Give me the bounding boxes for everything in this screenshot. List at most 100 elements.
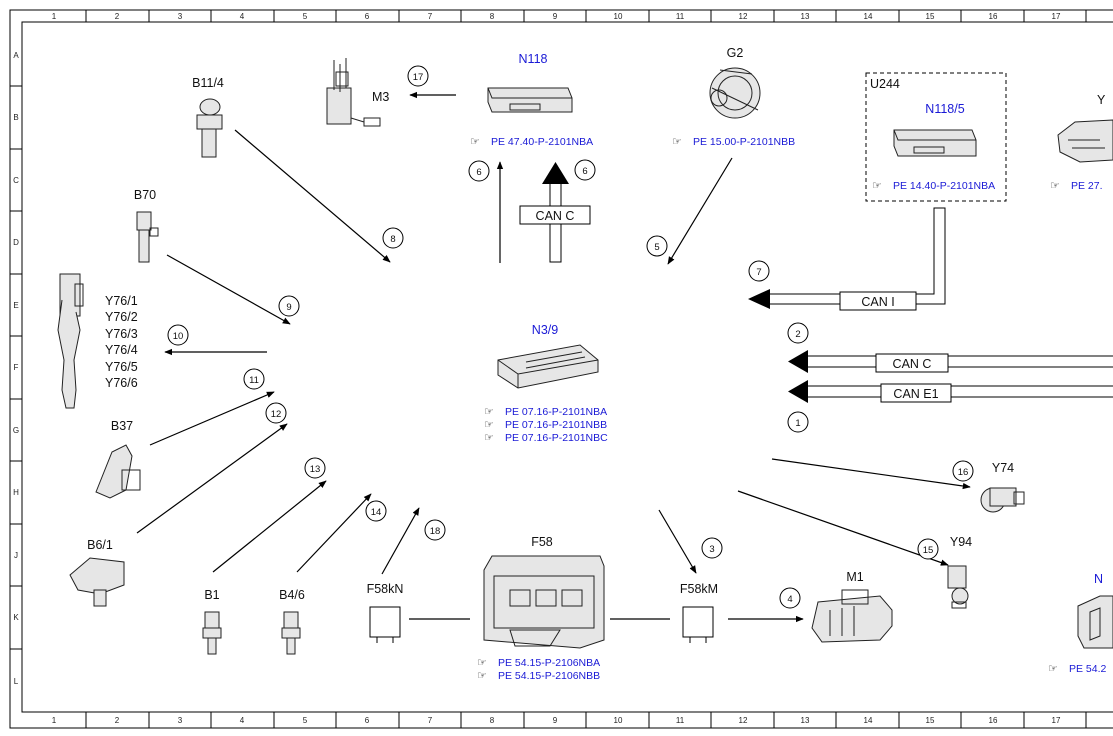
callout-7: 7 — [756, 267, 761, 278]
grid-row-k: K — [13, 613, 19, 622]
y76-3-label: Y76/3 — [105, 327, 138, 341]
n118-5-label: N118/5 — [925, 102, 964, 116]
can-c-right-bus: CAN C — [788, 350, 1113, 373]
callouts: 17 6 6 8 5 7 9 2 10 11 12 1 13 16 14 18 — [167, 65, 974, 609]
callout-10: 10 — [173, 331, 184, 342]
m1-starter-icon — [811, 589, 893, 643]
y74-valve-icon — [980, 487, 1025, 513]
g2-label: G2 — [727, 46, 744, 60]
callout-6-left: 6 — [476, 167, 481, 178]
f58kn-relay-icon — [369, 606, 401, 643]
grid-row-g: G — [13, 426, 19, 435]
b37-pedal-sensor-icon — [95, 444, 141, 499]
grid-col-10-bottom: 10 — [614, 716, 623, 725]
y76-5-label: Y76/5 — [105, 360, 138, 374]
grid-col-17: 17 — [1052, 12, 1061, 21]
grid-col-11-bottom: 11 — [676, 716, 685, 725]
n118-5-ref: PE 14.40-P-2101NBA — [893, 180, 995, 192]
y76-4-label: Y76/4 — [105, 343, 138, 357]
f58-ref-a-hand-icon: ☞ — [477, 657, 487, 669]
b6-1-label: B6/1 — [87, 538, 113, 552]
n118-ref: PE 47.40-P-2101NBA — [491, 136, 593, 148]
grid-col-7: 7 — [428, 12, 433, 21]
b37-label: B37 — [111, 419, 133, 433]
n118-module-icon — [487, 87, 573, 113]
can-c-top-bus: CAN C — [519, 162, 591, 263]
grid-col-10: 10 — [614, 12, 623, 21]
grid-col-5-bottom: 5 — [303, 716, 308, 725]
y74-label: Y74 — [992, 461, 1014, 475]
grid-col-12-bottom: 12 — [739, 716, 748, 725]
callout-5: 5 — [654, 242, 659, 253]
can-i-label: CAN I — [861, 295, 894, 309]
callout-2: 2 — [795, 329, 800, 340]
b4-6-sensor-icon — [281, 611, 301, 655]
f58-ref-a: PE 54.15-P-2106NBA — [498, 657, 600, 669]
callout-1: 1 — [795, 418, 800, 429]
grid-col-2-bottom: 2 — [115, 716, 120, 725]
f58km-relay-icon — [682, 606, 714, 643]
callout-13: 13 — [310, 464, 321, 475]
callout-11: 11 — [249, 375, 259, 386]
n3-9-ref-b: PE 07.16-P-2101NBB — [505, 419, 607, 431]
y76-6-label: Y76/6 — [105, 376, 138, 390]
n3-9-ref-a: PE 07.16-P-2101NBA — [505, 406, 607, 418]
grid-columns-bottom: 1 2 3 4 5 6 7 8 9 10 11 12 13 14 15 16 1… — [52, 712, 1087, 728]
m1-label: M1 — [846, 570, 863, 584]
grid-col-7-bottom: 7 — [428, 716, 433, 725]
grid-col-4: 4 — [240, 12, 245, 21]
grid-row-d: D — [13, 238, 19, 247]
callout-6-right: 6 — [582, 166, 587, 177]
grid-col-15-bottom: 15 — [926, 716, 935, 725]
grid-col-13: 13 — [801, 12, 810, 21]
b4-6-label: B4/6 — [279, 588, 305, 602]
grid-col-15: 15 — [926, 12, 935, 21]
grid-col-4-bottom: 4 — [240, 716, 245, 725]
grid-row-h: H — [13, 488, 19, 497]
f58-fusebox-icon — [483, 555, 605, 649]
grid-col-11: 11 — [676, 12, 685, 21]
grid-rows-left: A B C D E F G H J K L — [10, 51, 22, 686]
can-i-bus: CAN I — [748, 207, 946, 311]
callout-14: 14 — [371, 507, 382, 518]
grid-col-2: 2 — [115, 12, 120, 21]
callout-18: 18 — [430, 526, 441, 537]
can-c-right-label: CAN C — [893, 357, 932, 371]
grid-col-9-bottom: 9 — [553, 716, 558, 725]
grid-col-12: 12 — [739, 12, 748, 21]
callout-4: 4 — [787, 594, 792, 605]
m3-fuel-pump-icon — [326, 58, 381, 127]
grid-col-14-bottom: 14 — [864, 716, 873, 725]
callout-9: 9 — [286, 302, 291, 313]
valve-block-icon — [1057, 119, 1113, 163]
n-partial-module-icon — [1077, 595, 1113, 649]
grid-col-1: 1 — [52, 12, 57, 21]
signal-arrows — [136, 91, 971, 623]
grid-col-8-bottom: 8 — [490, 716, 495, 725]
can-c-top-label: CAN C — [536, 209, 575, 223]
y76-2-label: Y76/2 — [105, 310, 138, 324]
b11-4-sensor-icon — [196, 98, 223, 158]
grid-col-5: 5 — [303, 12, 308, 21]
n118-label: N118 — [519, 52, 548, 66]
n3-9-ref-a-hand-icon: ☞ — [484, 406, 494, 418]
grid-col-9: 9 — [553, 12, 558, 21]
grid-row-e: E — [13, 301, 18, 310]
can-e1-bus: CAN E1 — [788, 380, 1113, 403]
callout-17: 17 — [413, 72, 424, 83]
grid-col-16-bottom: 16 — [989, 716, 998, 725]
callout-16: 16 — [958, 467, 969, 478]
b70-sensor-icon — [136, 211, 159, 263]
n3-9-ecu-icon — [497, 344, 599, 389]
grid-row-b: B — [13, 113, 18, 122]
g2-alternator-icon — [709, 67, 761, 119]
grid-row-l: L — [14, 677, 19, 686]
y-partial-ref-hand-icon: ☞ — [1050, 180, 1060, 192]
grid-col-8: 8 — [490, 12, 495, 21]
n-partial-label: N — [1094, 572, 1103, 586]
b6-1-sensor-icon — [69, 557, 125, 607]
n118-5-ref-hand-icon: ☞ — [872, 180, 882, 192]
n-partial-ref: PE 54.2 — [1069, 663, 1107, 675]
f58-ref-b: PE 54.15-P-2106NBB — [498, 670, 600, 682]
g2-ref: PE 15.00-P-2101NBB — [693, 136, 795, 148]
